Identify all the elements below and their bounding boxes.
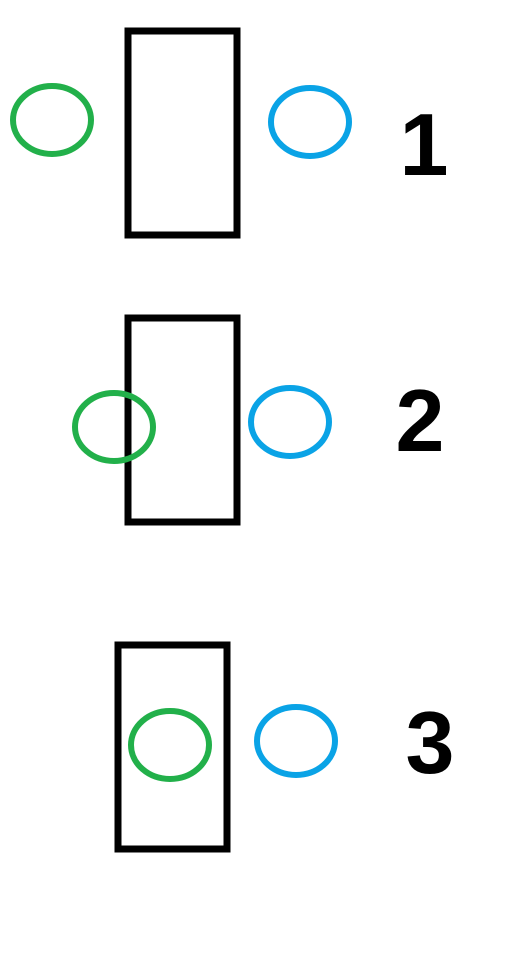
blue-circle [248, 385, 332, 459]
panel-2: 2 [72, 314, 445, 526]
green-circle [10, 83, 94, 157]
blue-circle [268, 85, 352, 159]
panel-label: 3 [406, 693, 455, 792]
panel-3: 3 [114, 641, 455, 853]
panel-label: 1 [400, 95, 449, 194]
green-circle [128, 708, 212, 782]
green-circle [72, 390, 156, 464]
black-rectangle [124, 314, 241, 526]
black-rectangle [114, 641, 231, 853]
panel-label: 2 [396, 371, 445, 470]
panel-1: 1 [10, 27, 449, 239]
blue-circle [254, 704, 338, 778]
black-rectangle [124, 27, 241, 239]
